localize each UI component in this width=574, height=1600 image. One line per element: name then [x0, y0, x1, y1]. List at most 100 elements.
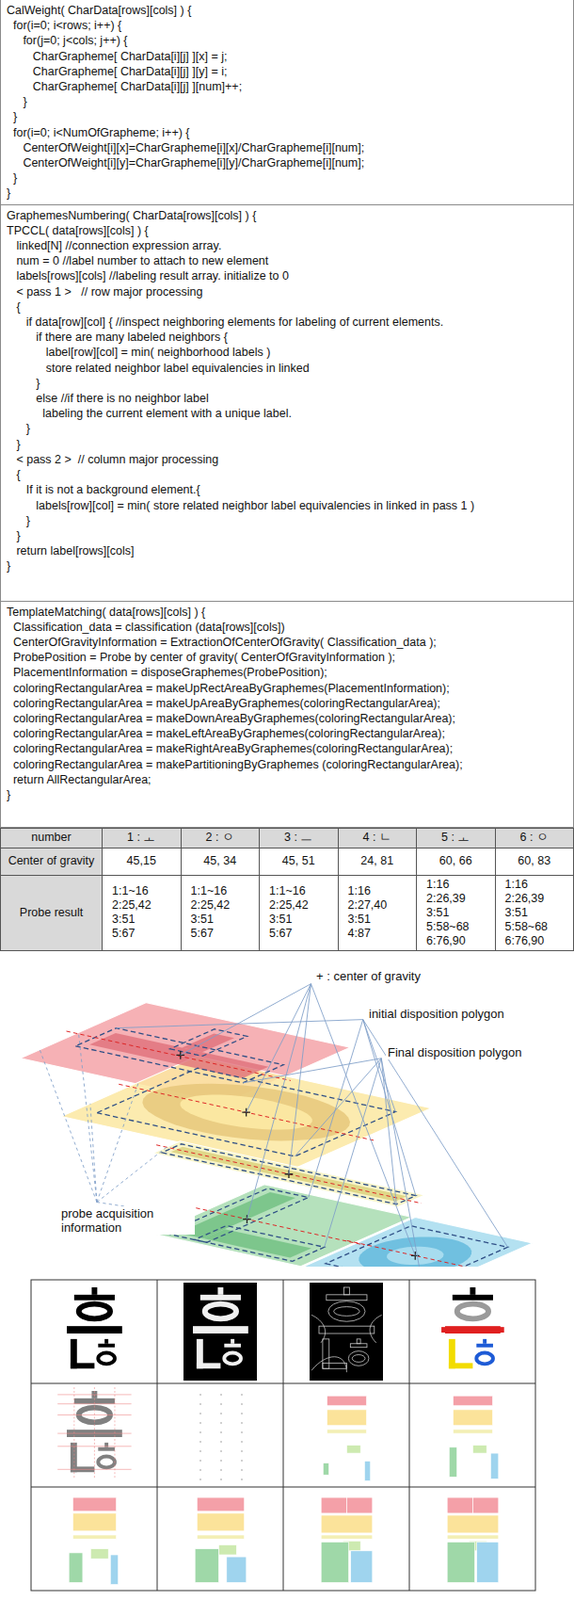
figure-shape [476, 1341, 494, 1346]
callout-label: probe acquisition information [59, 1205, 195, 1234]
figure-shape [91, 1286, 97, 1294]
code-line: labeling the current element with a uniq… [6, 405, 568, 421]
leader-line [381, 1056, 397, 1203]
illustration: + : center of gravityinitial disposition… [0, 950, 574, 1266]
table-cell: 1:16 2:26,39 3:51 5:58~68 6:76,90 [495, 875, 574, 951]
figure-shape [347, 1496, 373, 1513]
figure-shape [217, 1286, 224, 1294]
cell-text: 45, 34 [203, 853, 237, 868]
cell-text: 1:1~16 2:25,42 3:51 5:67 [191, 883, 250, 941]
table-cell: 5 : ㅗ [416, 828, 496, 848]
figure-shape [220, 1477, 223, 1480]
cell-text: 45, 51 [282, 853, 316, 868]
figure-shape [477, 1540, 499, 1581]
leader-line [246, 982, 312, 1111]
grapheme-glyph [66, 1286, 123, 1368]
code-line: } [6, 558, 568, 574]
figure-shape [448, 1445, 457, 1476]
code-line: TemplateMatching( data[rows][cols] ) { [6, 604, 568, 620]
figure-shape [240, 1458, 243, 1461]
figure-shape [220, 1449, 223, 1451]
code-line: } [6, 375, 568, 391]
figure-shape [350, 1548, 373, 1581]
figure-shape [446, 1496, 473, 1513]
cell-text: 4 : ㄴ [363, 829, 392, 845]
figure-shape [20, 982, 533, 1265]
figure-shape [327, 1428, 367, 1433]
code-line: coloringRectangularArea = makeLeftAreaBy… [6, 725, 568, 741]
leader-line [288, 982, 312, 1173]
figure-shape [320, 1540, 349, 1581]
callout-label: Final disposition polygon [385, 1044, 524, 1059]
code-line: PlacementInformation = disposeGraphemes(… [6, 664, 568, 680]
grapheme-shape [386, 1244, 444, 1263]
code-line: labels[rows][cols] //labeling result arr… [6, 268, 568, 284]
code-line: return AllRectangularArea; [6, 771, 568, 787]
figure-shape [240, 1392, 243, 1395]
figure-shape [223, 1351, 241, 1363]
figure-shape [73, 1386, 75, 1478]
grid-line [283, 1278, 285, 1590]
table-cell: 1:16 2:27,40 3:51 4:87 [338, 875, 418, 951]
figure-shape [240, 1402, 243, 1404]
grid-line [31, 1484, 536, 1486]
figure-shape [327, 1394, 367, 1405]
code-line: } [6, 527, 568, 543]
cell-text: 5 : ㅗ [441, 829, 470, 845]
figure-shape [320, 1533, 373, 1538]
figure-shape [220, 1411, 223, 1414]
code-line: If it is not a background element.{ [6, 481, 568, 497]
figure-shape [199, 1420, 202, 1423]
guide-line [195, 1206, 365, 1244]
code-panel: GraphemesNumbering( CharData[rows][cols]… [0, 204, 574, 602]
figure-shape [199, 1392, 202, 1395]
figure-shape [322, 1361, 347, 1368]
figure-shape [348, 1349, 369, 1365]
code-line: store related neighbor label equivalenci… [6, 360, 568, 376]
code-line: for(j=0; j<cols; j++) { [6, 32, 568, 48]
code-line: } [6, 170, 568, 186]
code-line: Classification_data = classification (da… [6, 619, 568, 635]
code-line: else //if there is no neighbor label [6, 390, 568, 406]
code-line: ProbePosition = Probe by center of gravi… [6, 649, 568, 665]
figure-shape [220, 1402, 223, 1404]
grid-line [31, 1381, 536, 1383]
table-cell: 6 : ㅇ [495, 828, 574, 848]
code-line: num = 0 //label number to attach to new … [6, 253, 568, 269]
code-line: coloringRectangularArea = makeDownAreaBy… [6, 710, 568, 726]
cell-text: 1 : ㅗ [127, 829, 156, 845]
layout-rects [68, 1496, 119, 1583]
grapheme-glyph [192, 1286, 249, 1368]
figure-shape [72, 1512, 116, 1531]
cell-text: Probe result [19, 905, 83, 920]
disposition-polygon [170, 1027, 248, 1055]
leader-line [308, 1018, 364, 1196]
leader-line [381, 1056, 423, 1265]
figure-shape [240, 1467, 243, 1470]
code-line: } [6, 436, 568, 452]
figure-shape [199, 1411, 202, 1414]
figure-shape [66, 1324, 123, 1333]
figure-shape [220, 1420, 223, 1423]
figure-shape [320, 1496, 347, 1513]
code-line: CharGrapheme[ CharData[i][j] ][y] = i; [6, 63, 568, 80]
figure-shape [453, 1394, 494, 1405]
figure-shape [240, 1430, 243, 1433]
figure-shape [79, 1302, 111, 1318]
layout-rects [446, 1496, 499, 1581]
code-line: labels[row][col] = min( store related ne… [6, 497, 568, 513]
table-cell: number [0, 828, 103, 848]
leader-line [242, 1056, 382, 1082]
figure-shape [199, 1439, 202, 1442]
leader-line [78, 1031, 97, 1201]
figure-shape [311, 1313, 382, 1372]
table-cell: 1:1~16 2:25,42 3:51 5:67 [181, 875, 261, 951]
figure-shape [196, 1512, 244, 1531]
table-cell: 60, 83 [495, 847, 574, 876]
image-background [309, 1281, 383, 1380]
figure-shape [199, 1402, 202, 1404]
table-cell: Probe result [0, 875, 103, 951]
code-line: < pass 1 > // row major processing [6, 284, 568, 300]
table-cell: 45, 51 [259, 847, 339, 876]
